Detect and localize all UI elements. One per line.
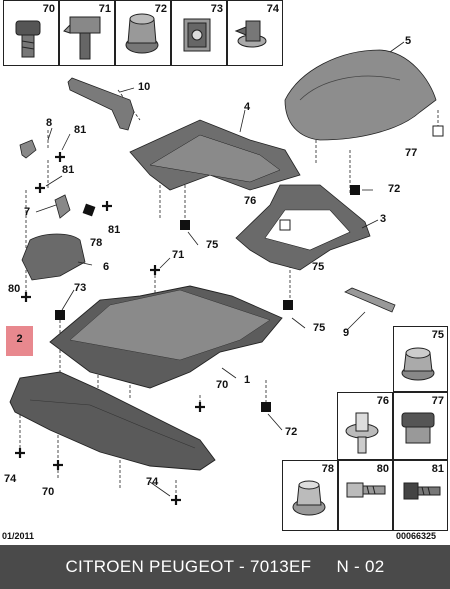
legend-cell-73: 73 [171,0,227,66]
callout-6: 6 [103,261,110,273]
part-10-bracket [67,77,135,131]
callout-81-middle: 81 [62,164,75,176]
flange-nut-75-icon [401,347,435,381]
push-rivet-76-icon [345,412,379,454]
highlighted-part-2-marker[interactable]: 2 [6,326,33,356]
bolt-70-icon [15,20,41,58]
callout-81-upper: 81 [74,124,87,136]
callout-8: 8 [46,117,53,129]
legend-label-70: 70 [42,3,55,15]
callout-72-upper: 72 [388,183,401,195]
legend-label-71: 71 [98,3,111,15]
callout-70-right: 70 [216,379,229,391]
legend-cell-75: 75 [393,326,448,392]
callout-5: 5 [405,35,412,47]
part-7-bracket [54,194,71,219]
part-8-bracket [19,139,37,159]
legend-cell-76: 76 [337,392,393,460]
legend-label-78: 78 [321,463,334,475]
date-code: 01/2011 [2,531,35,541]
legend-label-75: 75 [431,329,444,341]
legend-label-72: 72 [154,3,167,15]
callout-75-lower: 75 [313,322,326,334]
legend-cell-72: 72 [115,0,171,66]
nut-72-icon [125,13,159,54]
legend-label-80: 80 [376,463,389,475]
bolt-81-icon [403,482,441,500]
callout-10: 10 [138,81,151,93]
legend-cell-70: 70 [3,0,59,66]
callout-4: 4 [244,101,251,113]
exploded-parts-diagram: 70 71 72 73 74 [2,0,448,541]
part-6-shield [21,233,86,281]
clip-71-icon [63,16,101,60]
callout-73: 73 [74,282,87,294]
callout-75-right: 75 [312,261,325,273]
callout-7: 7 [24,206,31,218]
legend-cell-80: 80 [338,460,393,531]
part-2-front-undershield [9,371,216,471]
legend-label-77: 77 [431,395,444,407]
legend-cell-81: 81 [393,460,448,531]
callout-1: 1 [244,374,251,386]
legend-cell-74: 74 [227,0,283,66]
part-5-wheel-liner [284,49,437,141]
legend-label-76: 76 [376,395,389,407]
callout-3: 3 [380,213,387,225]
callout-75-left: 75 [206,239,219,251]
callout-70-left: 70 [42,486,55,498]
callout-71: 71 [172,249,185,261]
part-number-caption: CITROEN PEUGEOT - 7013EF N - 02 [65,557,385,576]
screw-74-icon [234,20,267,48]
callout-74-left: 74 [4,473,17,485]
legend-label-74: 74 [266,3,279,15]
callout-77: 77 [405,147,418,159]
clip-77-icon [401,412,435,444]
part-9-strip [344,287,396,313]
legend-cell-78: 78 [282,460,338,531]
nut-78-icon [292,480,326,516]
legend-label-73: 73 [210,3,223,15]
legend-cell-77: 77 [393,392,448,460]
callout-9: 9 [343,327,350,339]
callout-74-right: 74 [146,476,159,488]
highlighted-part-label: 2 [16,333,23,345]
callout-81-lower: 81 [108,224,121,236]
legend-cell-71: 71 [59,0,115,66]
legend-label-81: 81 [431,463,444,475]
bolt-80-icon [346,482,386,498]
caption-bar: CITROEN PEUGEOT - 7013EF N - 02 [0,545,450,589]
image-code: 00066325 [396,531,437,541]
callout-80: 80 [8,283,21,295]
parts-illustration [9,41,444,505]
callout-76: 76 [244,195,257,207]
cage-nut-73-icon [183,18,211,52]
callout-78: 78 [90,237,103,249]
callout-72-lower: 72 [285,426,298,438]
